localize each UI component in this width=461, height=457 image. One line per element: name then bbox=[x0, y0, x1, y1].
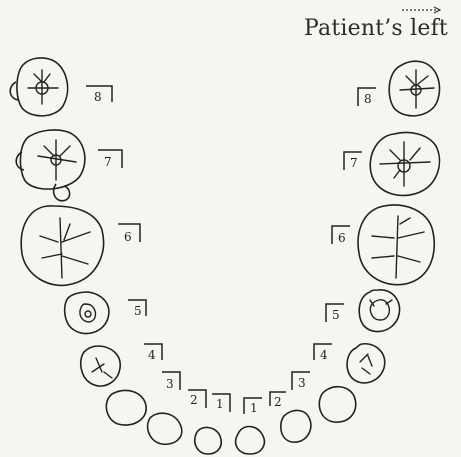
tooth-label-left-4: 4 bbox=[144, 344, 162, 362]
tooth-number-left-3: 3 bbox=[166, 377, 174, 391]
tooth-label-left-2: 2 bbox=[188, 390, 206, 408]
tooth-label-right-3: 3 bbox=[292, 372, 310, 390]
tooth-number-left-2: 2 bbox=[190, 393, 198, 407]
tooth-number-left-7: 7 bbox=[104, 155, 112, 169]
tooth-label-left-1: 1 bbox=[212, 394, 230, 412]
tooth-left-4 bbox=[81, 346, 120, 386]
tooth-label-left-8: 8 bbox=[86, 86, 112, 104]
tooth-right-7 bbox=[370, 133, 439, 196]
tooth-label-right-5: 5 bbox=[326, 304, 344, 322]
tooth-left-5 bbox=[65, 292, 109, 334]
tooth-label-right-8: 8 bbox=[358, 88, 376, 106]
tooth-number-left-5: 5 bbox=[134, 304, 142, 318]
tooth-left-1 bbox=[195, 427, 222, 454]
tooth-right-6 bbox=[358, 205, 434, 285]
tooth-number-right-5: 5 bbox=[332, 308, 340, 322]
tooth-label-right-4: 4 bbox=[314, 344, 332, 362]
tooth-label-left-7: 7 bbox=[98, 150, 122, 169]
tooth-right-5 bbox=[359, 290, 399, 332]
tooth-right-4 bbox=[347, 344, 385, 383]
tooth-number-right-8: 8 bbox=[364, 92, 372, 106]
tooth-number-left-1: 1 bbox=[216, 397, 224, 411]
tooth-left-8 bbox=[10, 58, 67, 116]
tooth-label-left-3: 3 bbox=[162, 372, 180, 391]
tooth-label-left-6: 6 bbox=[118, 224, 140, 244]
tooth-left-3 bbox=[106, 390, 146, 425]
tooth-number-left-4: 4 bbox=[148, 348, 156, 362]
tooth-right-1 bbox=[236, 427, 265, 455]
tooth-number-left-8: 8 bbox=[94, 90, 102, 104]
tooth-label-left-5: 5 bbox=[128, 300, 146, 318]
tooth-number-left-6: 6 bbox=[124, 230, 132, 244]
tooth-right-2 bbox=[281, 410, 311, 442]
tooth-label-right-2: 2 bbox=[270, 392, 286, 409]
tooth-label-right-7: 7 bbox=[344, 152, 362, 170]
tooth-right-3 bbox=[319, 387, 355, 422]
tooth-number-right-7: 7 bbox=[350, 156, 358, 170]
tooth-right-8 bbox=[389, 61, 439, 116]
tooth-number-right-1: 1 bbox=[250, 401, 258, 415]
tooth-left-2 bbox=[148, 413, 182, 444]
tooth-label-right-6: 6 bbox=[332, 226, 350, 245]
tooth-left-7 bbox=[16, 130, 85, 201]
tooth-label-right-1: 1 bbox=[244, 398, 262, 415]
tooth-number-right-4: 4 bbox=[320, 348, 328, 362]
tooth-number-right-2: 2 bbox=[274, 395, 282, 409]
tooth-number-right-3: 3 bbox=[298, 376, 306, 390]
tooth-left-6 bbox=[21, 206, 103, 286]
tooth-number-right-6: 6 bbox=[338, 231, 346, 245]
